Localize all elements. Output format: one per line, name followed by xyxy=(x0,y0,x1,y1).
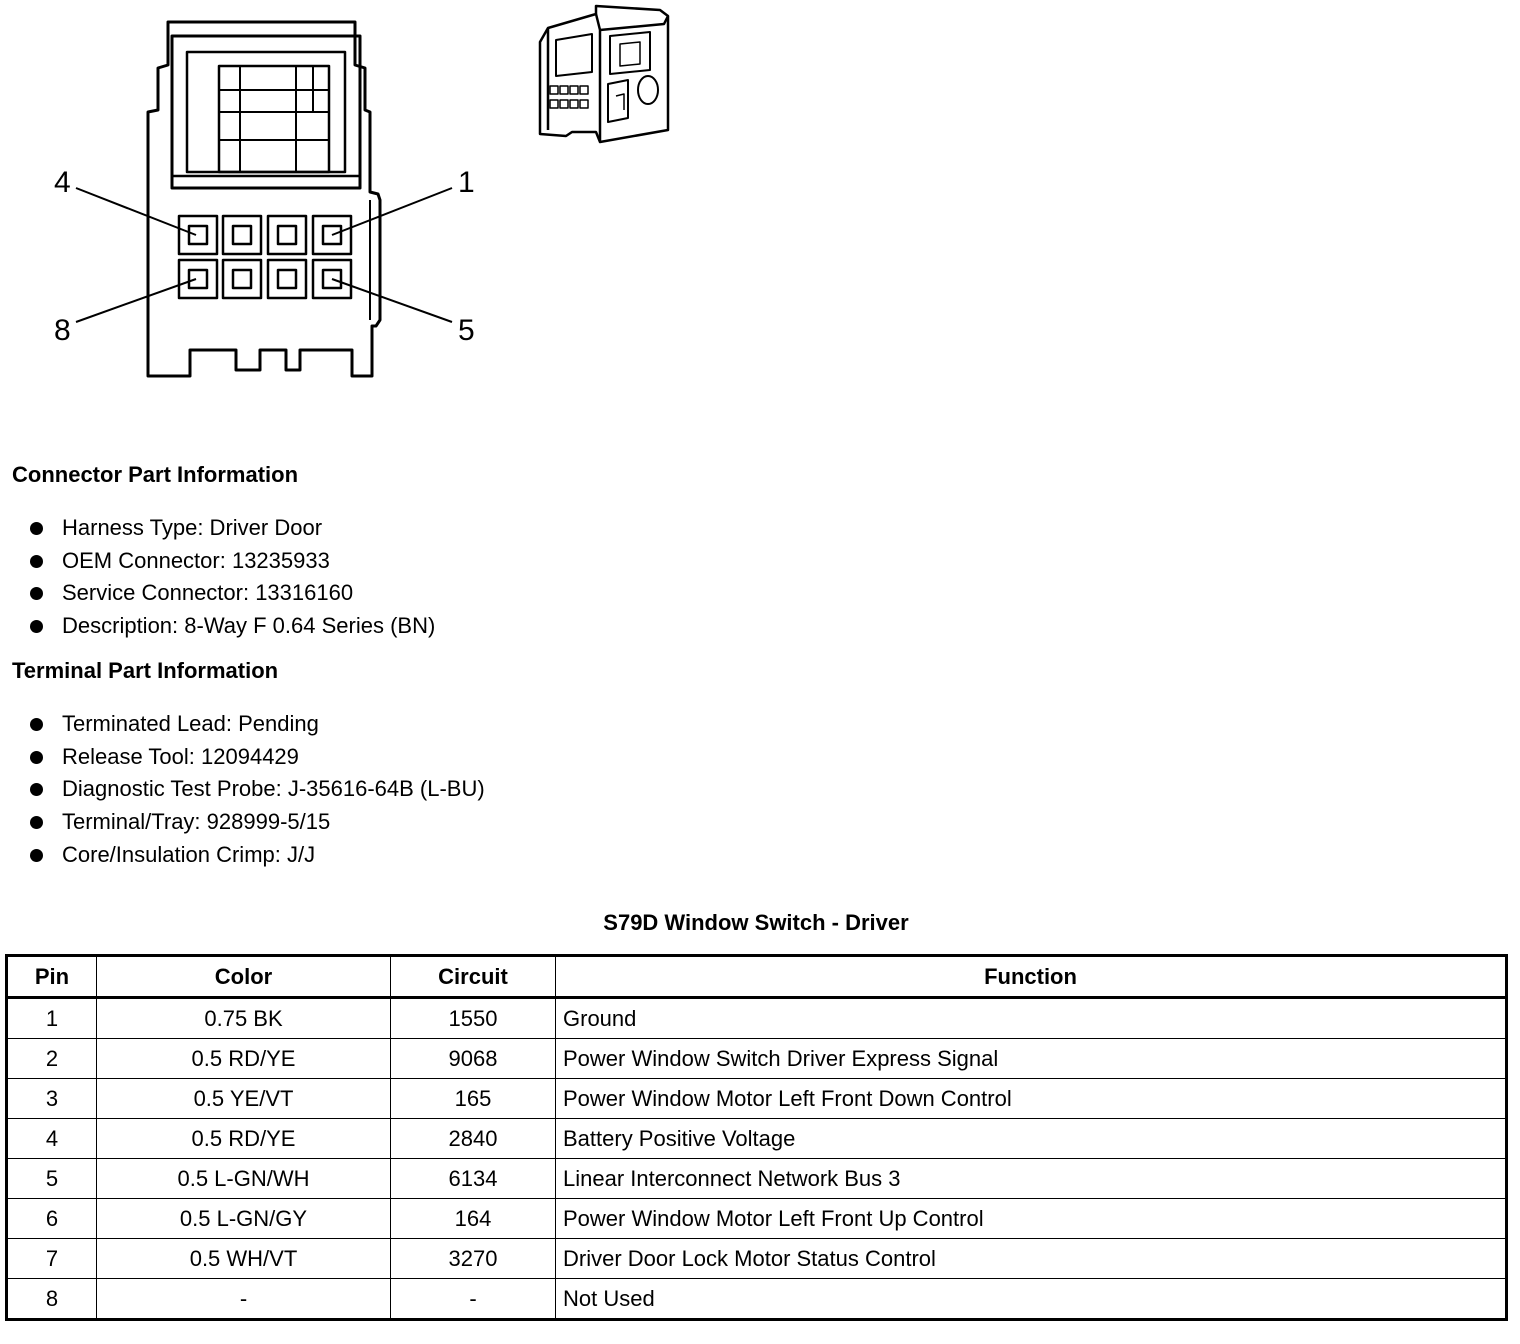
cell-color: 0.5 L-GN/GY xyxy=(96,1198,391,1239)
bullet-icon xyxy=(30,816,43,830)
bullet-icon xyxy=(30,783,43,797)
cell-color: 0.5 RD/YE xyxy=(96,1118,391,1159)
cell-pin: 8 xyxy=(6,1278,97,1320)
bullet-icon xyxy=(30,750,43,764)
cell-circuit: 164 xyxy=(390,1198,556,1239)
terminal-section-heading: Terminal Part Information xyxy=(12,658,279,683)
pinout-table: Pin Color Circuit Function 1 0.75 BK 155… xyxy=(5,954,1508,1321)
cell-pin: 2 xyxy=(6,1038,97,1079)
cell-circuit: - xyxy=(390,1278,556,1320)
cell-circuit: 1550 xyxy=(390,997,556,1039)
cell-circuit: 2840 xyxy=(390,1118,556,1159)
connector-info-list: Harness Type: Driver Door OEM Connector:… xyxy=(30,512,435,643)
list-item: Core/Insulation Crimp: J/J xyxy=(30,839,485,872)
table-row: 8 - - Not Used xyxy=(6,1278,1507,1320)
list-item: Diagnostic Test Probe: J-35616-64B (L-BU… xyxy=(30,773,485,806)
cell-function: Power Window Motor Left Front Up Control xyxy=(555,1198,1507,1239)
pin-label-8: 8 xyxy=(54,314,71,347)
cell-color: 0.5 RD/YE xyxy=(96,1038,391,1079)
header-circuit: Circuit xyxy=(390,955,556,998)
table-header-row: Pin Color Circuit Function xyxy=(6,955,1507,998)
table-row: 4 0.5 RD/YE 2840 Battery Positive Voltag… xyxy=(6,1118,1507,1159)
list-item: OEM Connector: 13235933 xyxy=(30,545,435,578)
bullet-icon xyxy=(30,848,43,862)
cell-function: Power Window Motor Left Front Down Contr… xyxy=(555,1078,1507,1119)
cell-color: - xyxy=(96,1278,391,1320)
pin-label-1: 1 xyxy=(458,166,475,199)
cell-function: Ground xyxy=(555,997,1507,1039)
cell-pin: 3 xyxy=(6,1078,97,1119)
cell-function: Battery Positive Voltage xyxy=(555,1118,1507,1159)
list-item: Terminated Lead: Pending xyxy=(30,708,485,741)
cell-color: 0.5 WH/VT xyxy=(96,1238,391,1279)
cell-pin: 1 xyxy=(6,997,97,1039)
list-item: Harness Type: Driver Door xyxy=(30,512,435,545)
cell-pin: 6 xyxy=(6,1198,97,1239)
list-item: Terminal/Tray: 928999-5/15 xyxy=(30,806,485,839)
table-row: 1 0.75 BK 1550 Ground xyxy=(6,997,1507,1039)
pin-leader-lines xyxy=(75,187,453,323)
cell-circuit: 9068 xyxy=(390,1038,556,1079)
cell-function: Driver Door Lock Motor Status Control xyxy=(555,1238,1507,1279)
cell-function: Not Used xyxy=(555,1278,1507,1320)
cell-circuit: 3270 xyxy=(390,1238,556,1279)
header-function: Function xyxy=(555,955,1507,998)
terminal-info-list: Terminated Lead: Pending Release Tool: 1… xyxy=(30,708,485,871)
connector-face-view xyxy=(75,20,453,378)
pin-label-4: 4 xyxy=(54,166,71,199)
bullet-icon xyxy=(30,554,43,568)
cell-circuit: 165 xyxy=(390,1078,556,1119)
cell-function: Linear Interconnect Network Bus 3 xyxy=(555,1158,1507,1199)
cell-pin: 5 xyxy=(6,1158,97,1199)
list-item: Description: 8-Way F 0.64 Series (BN) xyxy=(30,610,435,643)
connector-diagram: 4 1 8 5 xyxy=(54,4,670,378)
table-row: 3 0.5 YE/VT 165 Power Window Motor Left … xyxy=(6,1078,1507,1119)
bullet-icon xyxy=(30,718,43,731)
list-item: Release Tool: 12094429 xyxy=(30,741,485,774)
pin-cavities xyxy=(177,214,353,300)
table-title: S79D Window Switch - Driver xyxy=(603,910,909,935)
cell-pin: 4 xyxy=(6,1118,97,1159)
bullet-icon xyxy=(30,522,43,535)
table-row: 2 0.5 RD/YE 9068 Power Window Switch Dri… xyxy=(6,1038,1507,1079)
cell-function: Power Window Switch Driver Express Signa… xyxy=(555,1038,1507,1079)
table-row: 6 0.5 L-GN/GY 164 Power Window Motor Lef… xyxy=(6,1198,1507,1239)
header-pin: Pin xyxy=(6,955,97,998)
bullet-icon xyxy=(30,587,43,601)
connector-isometric-view xyxy=(538,4,670,144)
header-color: Color xyxy=(96,955,391,998)
bullet-icon xyxy=(30,620,43,634)
cell-circuit: 6134 xyxy=(390,1158,556,1199)
table-row: 5 0.5 L-GN/WH 6134 Linear Interconnect N… xyxy=(6,1158,1507,1199)
cell-color: 0.5 L-GN/WH xyxy=(96,1158,391,1199)
list-item: Service Connector: 13316160 xyxy=(30,577,435,610)
pin-label-5: 5 xyxy=(458,314,475,347)
table-row: 7 0.5 WH/VT 3270 Driver Door Lock Motor … xyxy=(6,1238,1507,1279)
cell-color: 0.75 BK xyxy=(96,997,391,1039)
cell-color: 0.5 YE/VT xyxy=(96,1078,391,1119)
connector-section-heading: Connector Part Information xyxy=(12,462,299,487)
cell-pin: 7 xyxy=(6,1238,97,1279)
